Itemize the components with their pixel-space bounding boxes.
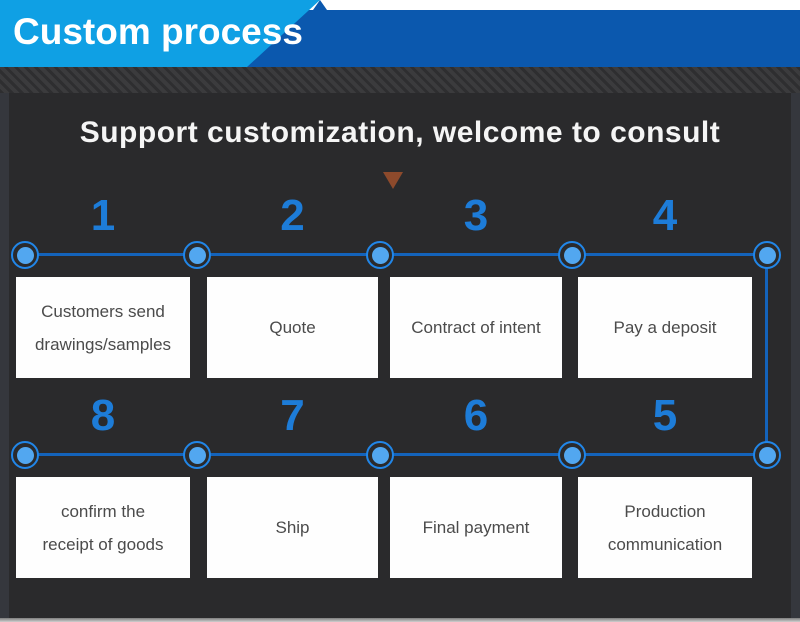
- step-label-line: Production: [624, 501, 706, 521]
- bottom-edge-strip: [0, 618, 800, 622]
- step-box-5: Production communication: [578, 477, 752, 578]
- step-label-line: Final payment: [422, 518, 530, 537]
- step-label-line: Customers send: [41, 301, 165, 321]
- step-label-line: Pay a deposit: [613, 318, 717, 337]
- step-label-line: Quote: [269, 318, 316, 337]
- dot-core: [371, 446, 389, 464]
- striped-divider: [0, 67, 800, 93]
- step-number-8: 8: [90, 391, 116, 440]
- step-label-line: drawings/samples: [34, 334, 172, 354]
- step-label-line: communication: [607, 534, 723, 554]
- step-label-line: Contract of intent: [411, 318, 541, 337]
- step-box-6: Final payment: [390, 477, 562, 578]
- step-number-3: 3: [463, 191, 489, 240]
- step-label-line: Ship: [275, 518, 310, 537]
- connector-line-row2: [25, 453, 767, 456]
- connector-dot: [558, 441, 586, 469]
- connector-dot: [753, 441, 781, 469]
- connector-dot: [366, 241, 394, 269]
- dot-core: [563, 446, 581, 464]
- connector-dot: [753, 241, 781, 269]
- dot-core: [758, 246, 776, 264]
- dot-core: [16, 446, 34, 464]
- step-box-8: confirm the receipt of goods: [16, 477, 190, 578]
- panel-right-edge: [791, 93, 800, 618]
- connector-line-vertical: [765, 255, 768, 455]
- step-number-5: 5: [652, 391, 678, 440]
- connector-dot: [11, 241, 39, 269]
- section-heading: Support customization, welcome to consul…: [79, 116, 721, 149]
- step-box-1: Customers send drawings/samples: [16, 277, 190, 378]
- connector-dot: [11, 441, 39, 469]
- connector-line-row1: [25, 253, 767, 256]
- dot-core: [188, 446, 206, 464]
- step-box-4: Pay a deposit: [578, 277, 752, 378]
- connector-dot: [366, 441, 394, 469]
- step-box-7: Ship: [207, 477, 378, 578]
- step-number-7: 7: [280, 391, 305, 440]
- dot-core: [16, 246, 34, 264]
- step-label-line: confirm the: [60, 501, 146, 521]
- dot-core: [371, 246, 389, 264]
- step-number-6: 6: [463, 391, 489, 440]
- connector-dot: [183, 241, 211, 269]
- step-number-4: 4: [652, 191, 678, 240]
- step-box-2: Quote: [207, 277, 378, 378]
- connector-dot: [183, 441, 211, 469]
- connector-dot: [558, 241, 586, 269]
- down-arrow-icon: [383, 172, 403, 189]
- step-box-3: Contract of intent: [390, 277, 562, 378]
- step-number-2: 2: [280, 191, 305, 240]
- step-label-line: receipt of goods: [42, 534, 164, 554]
- dot-core: [188, 246, 206, 264]
- step-number-1: 1: [90, 191, 116, 240]
- dot-core: [563, 246, 581, 264]
- dot-core: [758, 446, 776, 464]
- panel-left-edge: [0, 93, 9, 618]
- banner-title: Custom process: [13, 11, 303, 52]
